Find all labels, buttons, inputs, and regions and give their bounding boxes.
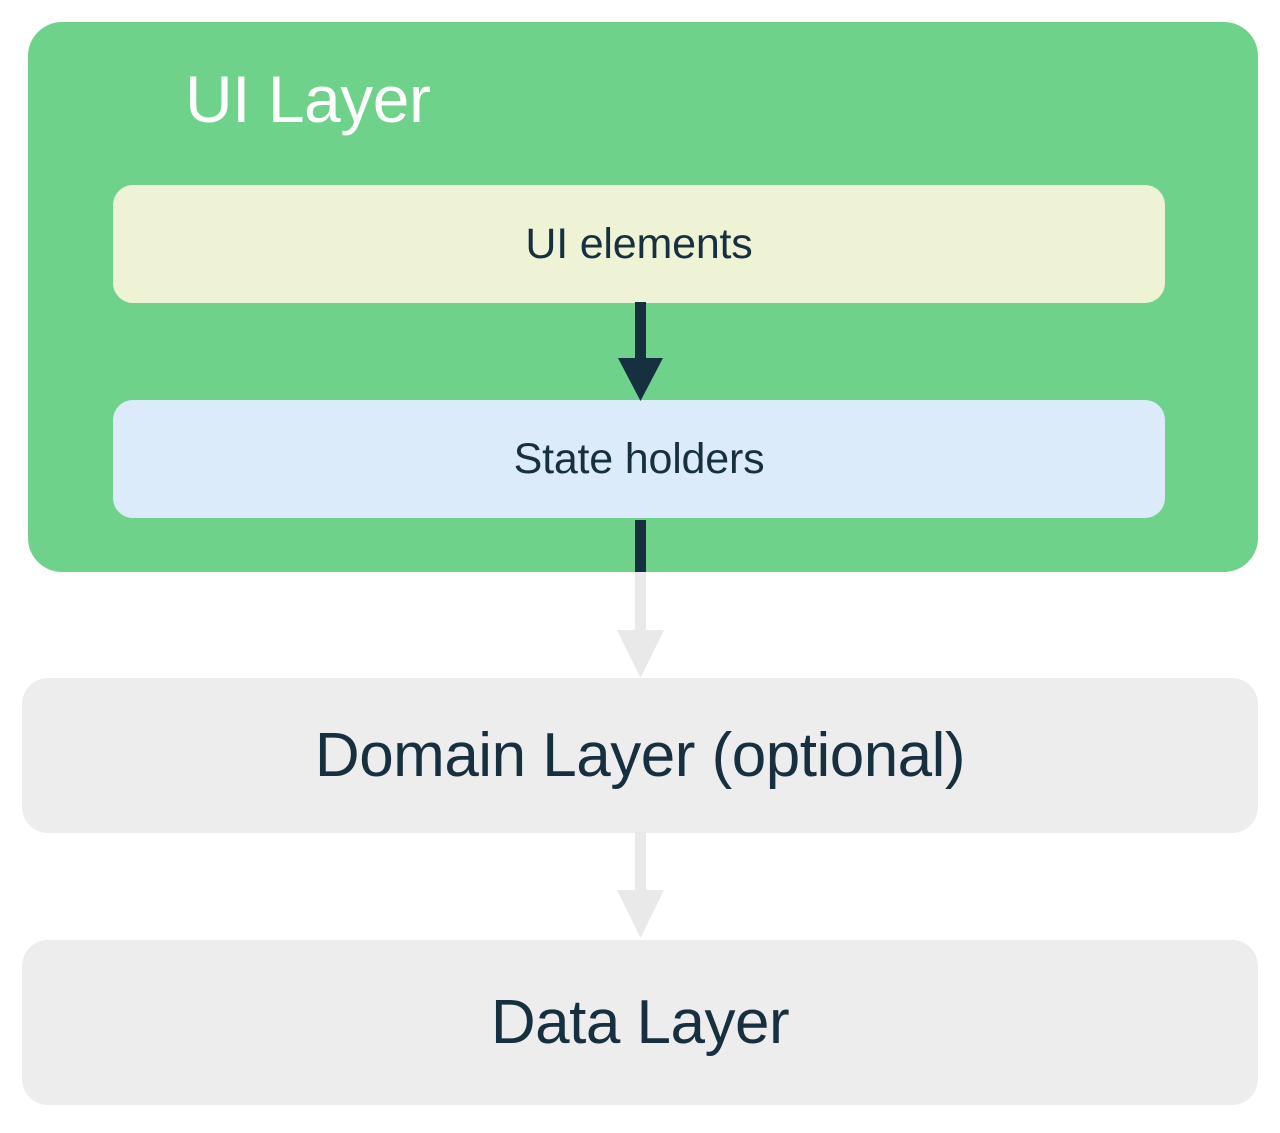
- ui-elements-box: UI elements: [113, 185, 1165, 303]
- arrow-domain-layer-to-data-layer-icon: [0, 832, 1280, 940]
- ui-elements-label: UI elements: [525, 219, 753, 268]
- ui-layer-container: UI Layer UI elements State holders: [28, 22, 1258, 572]
- domain-layer-label: Domain Layer (optional): [314, 721, 966, 790]
- state-holders-box: State holders: [113, 400, 1165, 518]
- data-layer-label: Data Layer: [490, 988, 790, 1057]
- state-holders-label: State holders: [513, 434, 765, 483]
- data-layer-box: Data Layer: [22, 940, 1258, 1105]
- domain-layer-box: Domain Layer (optional): [22, 678, 1258, 833]
- ui-layer-title: UI Layer: [185, 62, 431, 136]
